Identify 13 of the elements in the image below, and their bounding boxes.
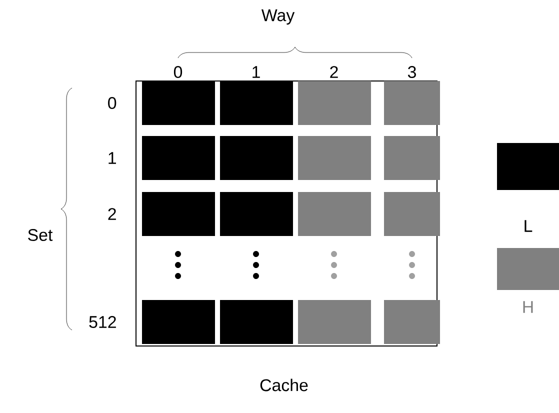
column-number: 0	[174, 66, 182, 78]
legend-label: L	[524, 220, 532, 232]
row-number: 512	[89, 316, 116, 328]
axis-label: Set	[28, 229, 53, 241]
column-number: 2	[330, 66, 338, 78]
column-number: 3	[408, 66, 416, 78]
row-number: 2	[108, 208, 116, 220]
row-number: 1	[108, 152, 116, 164]
legend-label: H	[523, 301, 533, 313]
caption: Cache	[260, 378, 308, 392]
column-number: 1	[252, 66, 260, 78]
row-number: 0	[108, 97, 116, 109]
axis-label: Way	[261, 9, 295, 25]
